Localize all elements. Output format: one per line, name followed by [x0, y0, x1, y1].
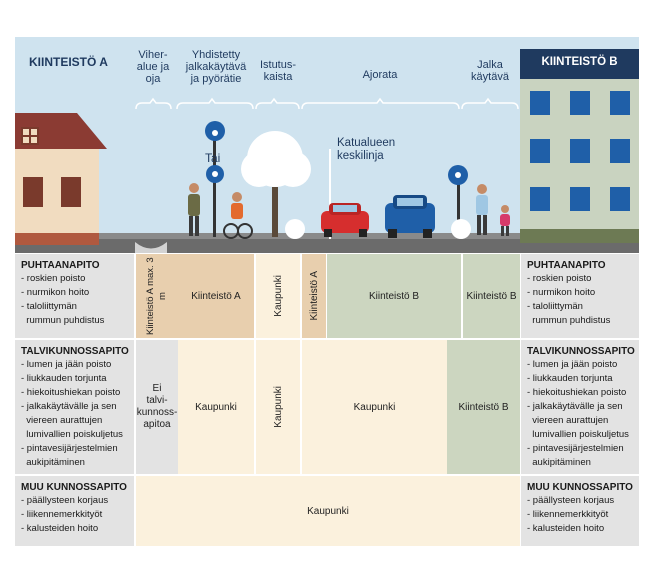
street-illustration: KIINTEISTÖ A KIINTEISTÖ B Viher- alue ja…: [15, 37, 639, 253]
blue-car-icon: [385, 195, 435, 238]
pedestrian-sign-icon: [448, 165, 471, 239]
red-car-icon: [321, 203, 369, 237]
pedestrian-icon: [188, 183, 200, 236]
row1-ajorata-a: Kiinteistö A: [302, 254, 326, 338]
row2-ajorata: Kaupunki: [302, 340, 447, 474]
puhtaanapito-right: PUHTAANAPITO - roskien poisto - nurmikon…: [521, 254, 639, 338]
row2-ei-talvikunnossapitoa: Ei talvi- kunnoss- apitoa: [136, 340, 178, 474]
talvi-right: TALVIKUNNOSSAPITO - lumen ja jään poisto…: [521, 340, 639, 474]
row1-istutus: Kaupunki: [256, 254, 300, 338]
building-b-icon: [520, 49, 639, 243]
column-header-jalkakaytava: Jalka käytävä: [471, 59, 509, 83]
row1-jalkakaytava-b: Kiinteistö B: [463, 254, 520, 338]
talvi-left: TALVIKUNNOSSAPITO - lumen ja jään poisto…: [15, 340, 134, 474]
cyclist-icon: [223, 192, 253, 239]
column-header-ajorata: Ajorata: [362, 69, 398, 81]
kiinteisto-b-title: KIINTEISTÖ B: [541, 56, 618, 68]
row3-kaupunki: Kaupunki: [136, 476, 520, 546]
muu-right: MUU KUNNOSSAPITO - päällysteen korjaus -…: [521, 476, 639, 546]
tree-icon: [241, 131, 311, 239]
row1-jalkakaytava-a: Kiinteistö A: [178, 254, 254, 338]
family-icon: [476, 184, 510, 236]
column-header-yhdistetty: Yhdistetty jalkakäytävä ja pyörätie: [185, 49, 247, 85]
tai-label: Tai: [205, 151, 221, 165]
street-scene-svg: [15, 49, 639, 253]
row2-istutus: Kaupunki: [256, 340, 300, 474]
muu-left: MUU KUNNOSSAPITO - päällysteen korjaus -…: [15, 476, 134, 546]
row1-ajorata-b: Kiinteistö B: [327, 254, 461, 338]
row2-jalkakaytava: Kaupunki: [178, 340, 254, 474]
house-a-icon: [15, 113, 107, 245]
row1-viheralue: Kiinteistö A max. 3 m: [136, 254, 178, 338]
puhtaanapito-left: PUHTAANAPITO - roskien poisto - nurmikon…: [15, 254, 134, 338]
centerline-label: Katualueen keskilinja: [337, 137, 396, 162]
bike-sign-icon: [205, 121, 225, 237]
row2-jalkakaytava-b: Kiinteistö B: [447, 340, 520, 474]
kiinteisto-a-title: KIINTEISTÖ A: [29, 55, 108, 69]
column-header-istutuskaista: Istutus- kaista: [259, 59, 297, 83]
column-header-viheralue: Viher- alue ja oja: [136, 49, 170, 85]
